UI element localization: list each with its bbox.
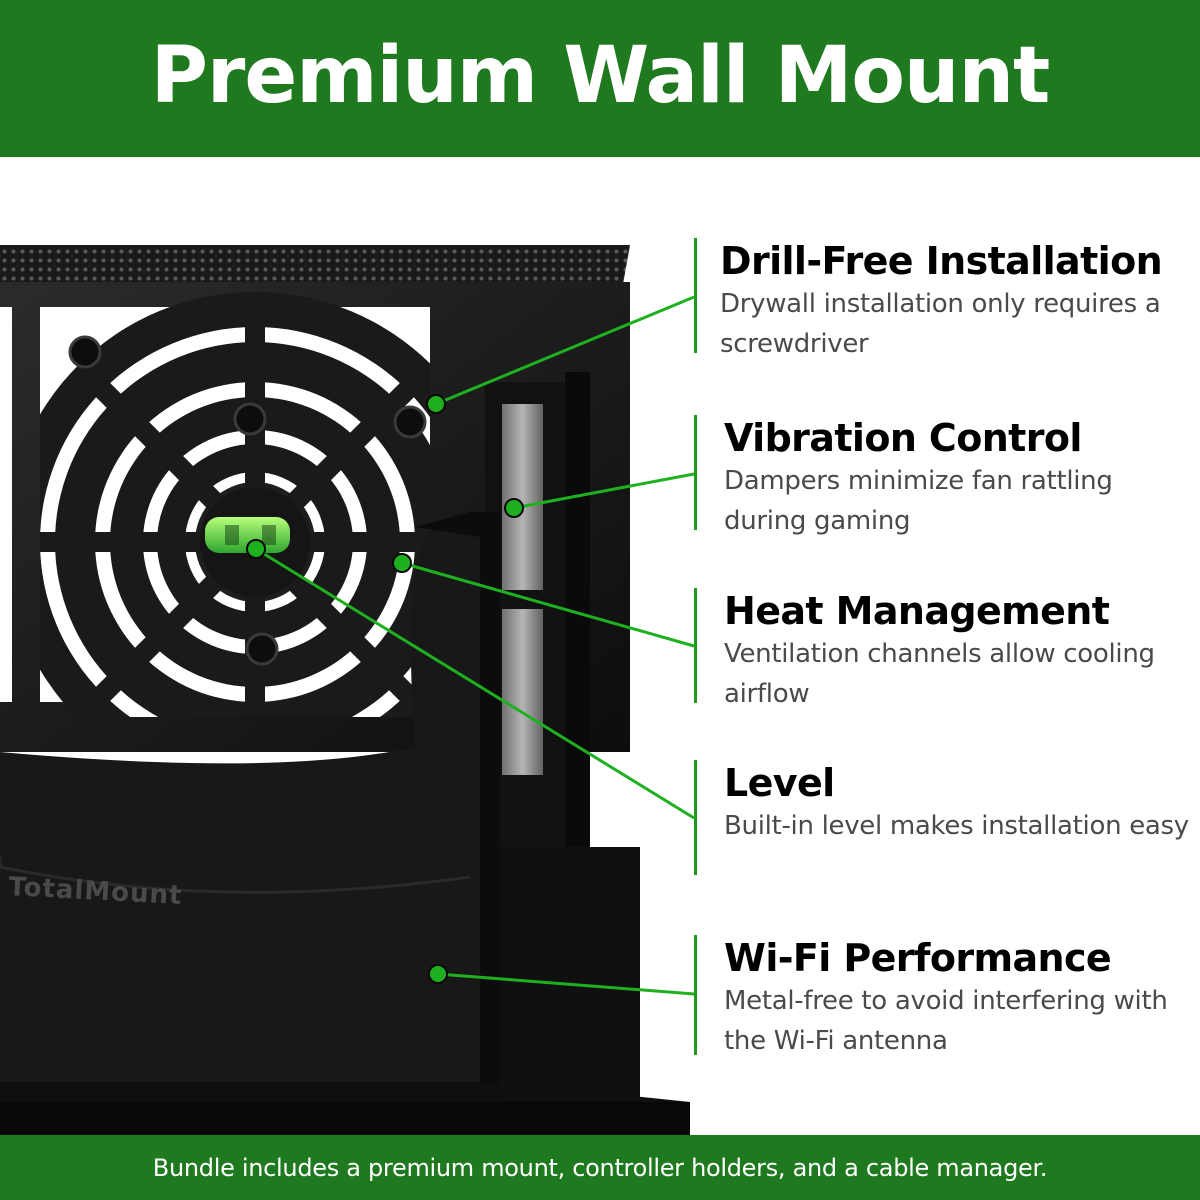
feature-divider bbox=[694, 760, 697, 875]
feature-drill-free: Drill-Free Installation Drywall installa… bbox=[694, 238, 1194, 359]
feature-heat-management: Heat Management Ventilation channels all… bbox=[694, 588, 1194, 709]
feature-divider bbox=[694, 238, 697, 353]
feature-title: Drill-Free Installation bbox=[720, 239, 1163, 283]
feature-wifi-performance: Wi-Fi Performance Metal-free to avoid in… bbox=[694, 935, 1194, 1056]
feature-vibration-control: Vibration Control Dampers minimize fan r… bbox=[694, 415, 1194, 536]
feature-description: Dampers minimize fan rattling during gam… bbox=[724, 466, 1113, 536]
feature-description: Built-in level makes installation easy bbox=[724, 811, 1189, 841]
feature-title: Wi-Fi Performance bbox=[724, 936, 1112, 980]
page-title: Premium Wall Mount bbox=[150, 30, 1051, 121]
feature-description: Drywall installation only requires a scr… bbox=[720, 289, 1161, 359]
feature-level: Level Built-in level makes installation … bbox=[694, 760, 1194, 875]
header-banner: Premium Wall Mount bbox=[0, 0, 1200, 157]
bundle-note: Bundle includes a premium mount, control… bbox=[152, 1153, 1048, 1182]
feature-divider bbox=[694, 588, 697, 703]
footer-banner: Bundle includes a premium mount, control… bbox=[0, 1135, 1200, 1200]
feature-title: Heat Management bbox=[724, 589, 1110, 633]
feature-divider bbox=[694, 935, 697, 1055]
feature-title: Level bbox=[724, 761, 835, 805]
feature-title: Vibration Control bbox=[724, 416, 1082, 460]
feature-description: Ventilation channels allow cooling airfl… bbox=[724, 639, 1155, 709]
feature-description: Metal-free to avoid interfering with the… bbox=[724, 986, 1168, 1056]
feature-divider bbox=[694, 415, 697, 530]
product-image: TotalMount bbox=[0, 157, 700, 1135]
